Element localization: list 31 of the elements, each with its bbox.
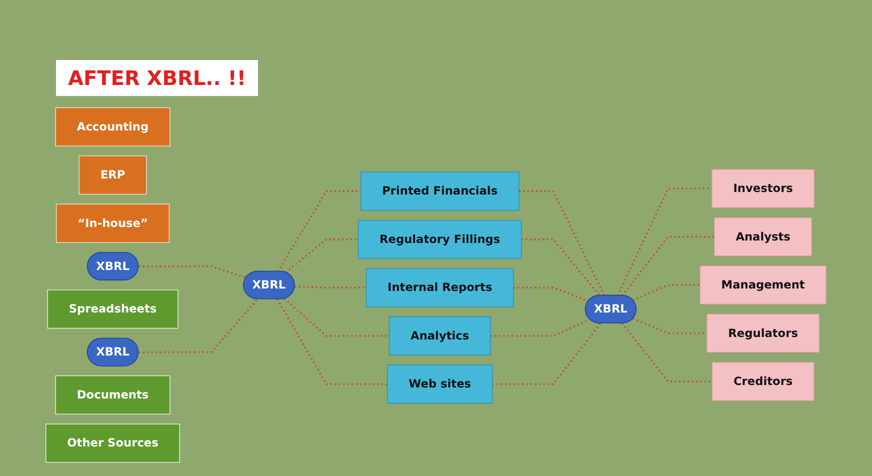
node-box: Printed Financials (360, 172, 520, 211)
node-box: Web sites (387, 364, 493, 404)
connector (138, 298, 258, 354)
node-box: Investors (712, 169, 815, 208)
node-box: Internal Reports (366, 268, 514, 308)
connector (285, 238, 358, 274)
connector (294, 286, 366, 289)
node-box: “In-house” (56, 204, 170, 243)
connector (490, 318, 590, 337)
connector (521, 238, 600, 296)
connector (518, 190, 606, 296)
connector (138, 265, 246, 279)
node-box: Documents (55, 375, 170, 414)
connector (276, 298, 388, 386)
node-box: Accounting (55, 107, 170, 146)
node-box: Regulatory Fillings (358, 220, 522, 259)
node-box: Creditors (712, 362, 814, 401)
node-box: ERP (78, 156, 147, 195)
connector (621, 322, 712, 382)
node-box: Other Sources (46, 424, 180, 463)
connector (621, 236, 714, 296)
node-box: Regulators (706, 314, 820, 353)
node-box: Analysts (714, 217, 812, 256)
diagram-title: AFTER XBRL.. !! (56, 60, 258, 96)
connector (284, 298, 390, 337)
node-box: Spreadsheets (47, 290, 178, 329)
connector (632, 284, 700, 302)
node-box: Analytics (388, 316, 491, 356)
connector (492, 322, 602, 386)
connector (632, 318, 707, 334)
node-box: Management (700, 266, 826, 304)
